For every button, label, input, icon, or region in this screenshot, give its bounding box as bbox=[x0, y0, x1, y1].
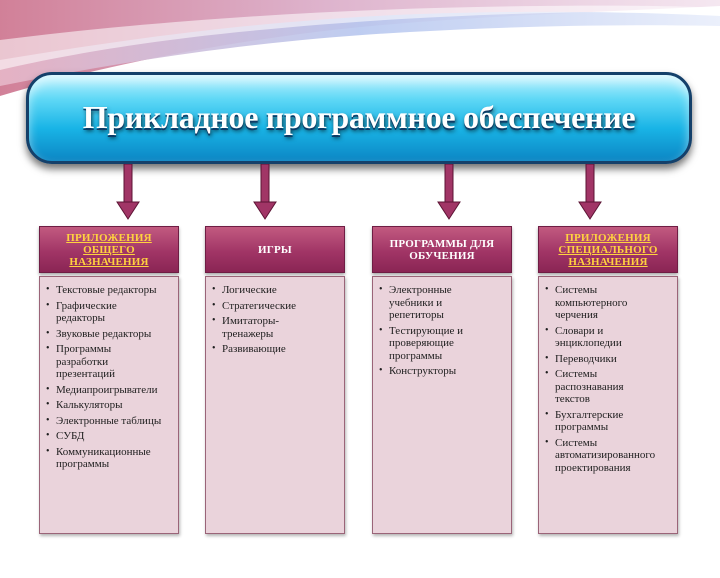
column-general-purpose: ПРИЛОЖЕНИЯ ОБЩЕГО НАЗНАЧЕНИЯ Текстовые р… bbox=[39, 226, 179, 534]
column-header: ИГРЫ bbox=[205, 226, 345, 273]
list-item: Переводчики bbox=[545, 353, 673, 366]
list-item: Стратегические bbox=[212, 300, 340, 313]
column-header-label: ПРИЛОЖЕНИЯ СПЕЦИАЛЬНОГО НАЗНАЧЕНИЯ bbox=[558, 231, 658, 268]
item-list: Электронные учебники и репетиторы Тестир… bbox=[373, 277, 511, 378]
column-header: ПРИЛОЖЕНИЯ ОБЩЕГО НАЗНАЧЕНИЯ bbox=[39, 226, 179, 273]
column-body: Логические Стратегические Имитаторы- тре… bbox=[205, 276, 345, 534]
arrow-down-icon bbox=[116, 164, 140, 220]
column-header-label: ПРОГРАММЫ ДЛЯ ОБУЧЕНИЯ bbox=[389, 237, 495, 262]
arrow-down-icon bbox=[437, 164, 461, 220]
arrow-down-icon bbox=[253, 164, 277, 220]
column-body: Системы компьютерного черчения Словари и… bbox=[538, 276, 678, 534]
list-item: Бухгалтерские программы bbox=[545, 409, 673, 434]
list-item: Тестирующие и проверяющие программы bbox=[379, 325, 507, 363]
list-item: СУБД bbox=[46, 430, 174, 443]
column-header: ПРОГРАММЫ ДЛЯ ОБУЧЕНИЯ bbox=[372, 226, 512, 273]
column-header: ПРИЛОЖЕНИЯ СПЕЦИАЛЬНОГО НАЗНАЧЕНИЯ bbox=[538, 226, 678, 273]
list-item: Системы автоматизированного проектирован… bbox=[545, 437, 673, 475]
list-item: Звуковые редакторы bbox=[46, 328, 174, 341]
list-item: Текстовые редакторы bbox=[46, 284, 174, 297]
column-games: ИГРЫ Логические Стратегические Имитаторы… bbox=[205, 226, 345, 534]
column-special-purpose: ПРИЛОЖЕНИЯ СПЕЦИАЛЬНОГО НАЗНАЧЕНИЯ Систе… bbox=[538, 226, 678, 534]
list-item: Словари и энциклопедии bbox=[545, 325, 673, 350]
column-body: Текстовые редакторы Графические редактор… bbox=[39, 276, 179, 534]
column-header-label: ПРИЛОЖЕНИЯ ОБЩЕГО НАЗНАЧЕНИЯ bbox=[66, 231, 152, 268]
column-header-label: ИГРЫ bbox=[258, 243, 292, 256]
list-item: Конструкторы bbox=[379, 365, 507, 378]
item-list: Логические Стратегические Имитаторы- тре… bbox=[206, 277, 344, 356]
list-item: Графические редакторы bbox=[46, 300, 174, 325]
list-item: Коммуникационные программы bbox=[46, 446, 174, 471]
list-item: Программы разработки презентаций bbox=[46, 343, 174, 381]
list-item: Электронные таблицы bbox=[46, 415, 174, 428]
arrow-down-icon bbox=[578, 164, 602, 220]
item-list: Текстовые редакторы Графические редактор… bbox=[40, 277, 178, 471]
list-item: Имитаторы- тренажеры bbox=[212, 315, 340, 340]
list-item: Электронные учебники и репетиторы bbox=[379, 284, 507, 322]
list-item: Системы распознавания текстов bbox=[545, 368, 673, 406]
title-banner: Прикладное программное обеспечение bbox=[26, 72, 692, 164]
decorative-swoosh bbox=[0, 0, 720, 96]
list-item: Логические bbox=[212, 284, 340, 297]
column-body: Электронные учебники и репетиторы Тестир… bbox=[372, 276, 512, 534]
list-item: Калькуляторы bbox=[46, 399, 174, 412]
column-education: ПРОГРАММЫ ДЛЯ ОБУЧЕНИЯ Электронные учебн… bbox=[372, 226, 512, 534]
list-item: Развивающие bbox=[212, 343, 340, 356]
item-list: Системы компьютерного черчения Словари и… bbox=[539, 277, 677, 474]
list-item: Медиапроигрыватели bbox=[46, 384, 174, 397]
list-item: Системы компьютерного черчения bbox=[545, 284, 673, 322]
diagram-title: Прикладное программное обеспечение bbox=[82, 99, 636, 135]
